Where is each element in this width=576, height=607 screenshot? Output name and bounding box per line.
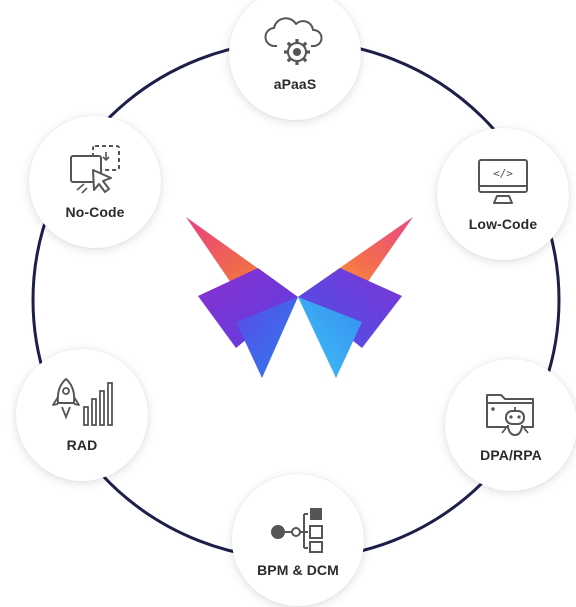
butterfly-logo [186,217,413,378]
node-bpm-dcm: BPM & DCM [232,474,364,606]
node-low-code: </> Low-Code [437,128,569,260]
svg-text:</>: </> [493,167,513,180]
node-label: aPaaS [273,76,317,92]
node-label: Low-Code [468,216,538,232]
node-label: RAD [66,437,98,453]
cloud-gear-icon [264,17,323,65]
rocket-chart-icon [52,378,113,426]
node-apaas: aPaaS [229,0,361,120]
node-rad: RAD [16,349,148,481]
node-label: BPM & DCM [257,562,339,578]
node-label: No-Code [65,204,125,220]
cursor-click-icon [70,145,120,194]
robot-folder-icon [486,394,534,437]
node-label: DPA/RPA [480,447,542,463]
monitor-code-icon: </> [478,159,528,204]
process-flow-icon [271,508,323,553]
node-dpa-rpa: DPA/RPA [445,359,576,491]
node-no-code: No-Code [29,116,161,248]
